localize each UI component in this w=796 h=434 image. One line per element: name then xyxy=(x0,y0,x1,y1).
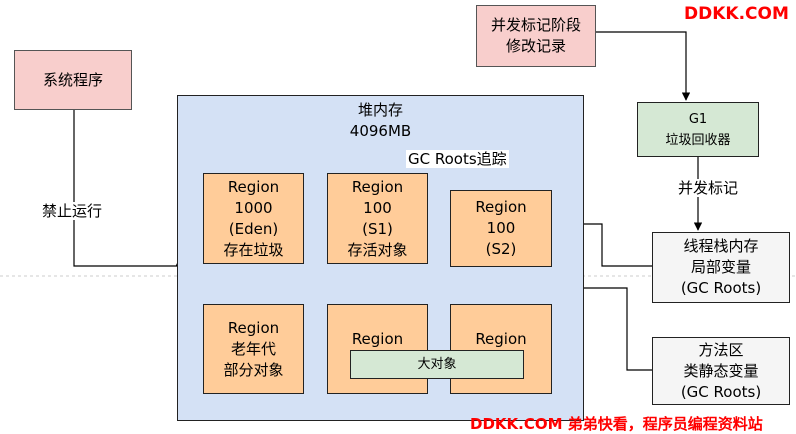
region-large-a-label: Region xyxy=(351,330,404,348)
large-object-label: 大对象 xyxy=(417,357,457,372)
region-large-b-label: Region xyxy=(475,330,527,348)
region-old[interactable]: Region 老年代 部分对象 xyxy=(203,304,304,394)
edge-label-concurrent-mark: 并发标记 xyxy=(678,179,739,197)
edge-system-to-heap xyxy=(73,110,185,267)
region-s1-line-1: Region xyxy=(351,177,404,196)
system-program-label: 系统程序 xyxy=(42,70,103,89)
watermark-top: DDKK.COM xyxy=(684,4,789,24)
region-eden-line-3: (Eden) xyxy=(228,219,279,238)
concurrent-mark-phase-line-1: 并发标记阶段 xyxy=(490,16,581,34)
region-old-line-3: 部分对象 xyxy=(223,360,284,379)
thread-stack-line-3: (GC Roots) xyxy=(680,279,762,297)
g1-collector-line-1: G1 xyxy=(688,111,708,127)
region-eden-line-1: Region xyxy=(227,177,280,196)
region-eden[interactable]: Region 1000 (Eden) 存在垃圾 xyxy=(203,173,304,264)
region-s1-line-4: 存活对象 xyxy=(347,240,408,259)
region-old-line-1: Region xyxy=(227,318,280,337)
heap-title: 堆内存 xyxy=(357,101,403,119)
thread-stack-line-1: 线程栈内存 xyxy=(683,237,759,255)
edge-label-gc-roots-trace: GC Roots追踪 xyxy=(406,150,509,168)
region-s2[interactable]: Region 100 (S2) xyxy=(450,190,552,267)
region-s1[interactable]: Region 100 (S1) 存活对象 xyxy=(327,173,428,264)
region-large-b[interactable]: Region xyxy=(450,304,552,394)
thread-stack-line-2: 局部变量 xyxy=(690,258,751,276)
heap-size: 4096MB xyxy=(349,122,412,140)
watermark-bottom: DDKK.COM 弟弟快看，程序员编程资料站 xyxy=(470,415,763,433)
concurrent-mark-phase-line-2: 修改记录 xyxy=(505,37,566,55)
large-object-node[interactable]: 大对象 xyxy=(350,350,524,379)
concurrent-mark-phase-node[interactable]: 并发标记阶段 修改记录 xyxy=(476,5,596,67)
method-area-node[interactable]: 方法区 类静态变量 (GC Roots) xyxy=(652,337,790,405)
g1-collector-node[interactable]: G1 垃圾回收器 xyxy=(637,102,759,157)
edge-record-to-g1 xyxy=(596,31,691,101)
region-old-line-2: 老年代 xyxy=(230,339,276,358)
region-eden-line-2: 1000 xyxy=(234,198,273,217)
thread-stack-node[interactable]: 线程栈内存 局部变量 (GC Roots) xyxy=(652,232,790,303)
region-s2-line-3: (S2) xyxy=(485,240,517,258)
region-eden-line-4: 存在垃圾 xyxy=(223,240,284,259)
region-large-a[interactable]: Region xyxy=(327,304,428,394)
system-program-node[interactable]: 系统程序 xyxy=(14,50,132,110)
region-s1-line-3: (S1) xyxy=(362,219,393,238)
region-s1-line-2: 100 xyxy=(363,198,392,217)
region-s2-line-2: 100 xyxy=(486,219,516,237)
method-area-line-1: 方法区 xyxy=(698,340,744,359)
region-s2-line-1: Region xyxy=(475,198,527,216)
edge-label-forbid-run: 禁止运行 xyxy=(42,202,103,220)
g1-collector-line-2: 垃圾回收器 xyxy=(665,132,731,148)
method-area-line-2: 类静态变量 xyxy=(683,361,759,380)
method-area-line-3: (GC Roots) xyxy=(680,382,762,401)
